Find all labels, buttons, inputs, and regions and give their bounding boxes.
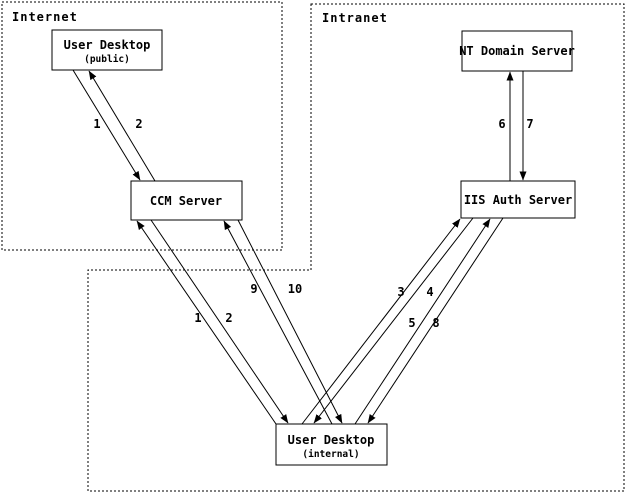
node-title: IIS Auth Server [464,193,572,207]
node-box [130,180,243,221]
arrow-9-internaldesktop-to-ccm [223,220,333,425]
flow-label-1-public: 1 [93,117,100,131]
flow-label-3: 3 [397,285,404,299]
node-title: NT Domain Server [459,44,575,58]
flow-label-2-internal: 2 [225,311,232,325]
node-iis-auth-server: IIS Auth Server [460,180,576,219]
arrow-8-iis-to-internaldesktop [367,217,504,424]
arrow-1-publicdesktop-to-ccm [72,69,141,181]
arrow-3-internaldesktop-to-iis [301,218,461,425]
flow-label-7: 7 [526,117,533,131]
node-title: User Desktop [288,433,375,447]
arrow-2-ccm-to-internaldesktop [150,219,289,424]
node-box [461,30,573,72]
flow-label-10: 10 [288,282,302,296]
node-box [275,423,388,466]
arrow-4-iis-to-internaldesktop [313,217,474,424]
flow-label-4: 4 [426,285,433,299]
intranet-region-label: Intranet [322,11,388,25]
flow-label-5: 5 [408,316,415,330]
node-user-desktop-internal: User Desktop (internal) [275,423,388,466]
flow-label-1-internal: 1 [194,311,201,325]
internet-region-outline [1,1,283,251]
node-title: User Desktop [64,38,151,52]
node-nt-domain-server: NT Domain Server [459,30,575,72]
arrow-2-ccm-to-publicdesktop [88,70,156,182]
flow-label-2-public: 2 [135,117,142,131]
arrow-5-internaldesktop-to-iis [354,218,491,425]
flow-label-6: 6 [498,117,505,131]
node-subtitle: (internal) [302,449,359,460]
arrow-10-ccm-to-internaldesktop [237,219,343,424]
flow-label-8: 8 [432,316,439,330]
node-title: CCM Server [150,194,222,208]
arrow-1-internaldesktop-to-ccm [136,220,277,425]
intranet-region-outline [87,3,625,492]
node-user-desktop-public: User Desktop (public) [51,29,163,71]
flow-label-9: 9 [250,282,257,296]
node-ccm-server: CCM Server [130,180,243,221]
node-box [460,180,576,219]
internet-region-label: Internet [12,10,78,24]
node-box [51,29,163,71]
node-subtitle: (public) [84,54,130,65]
